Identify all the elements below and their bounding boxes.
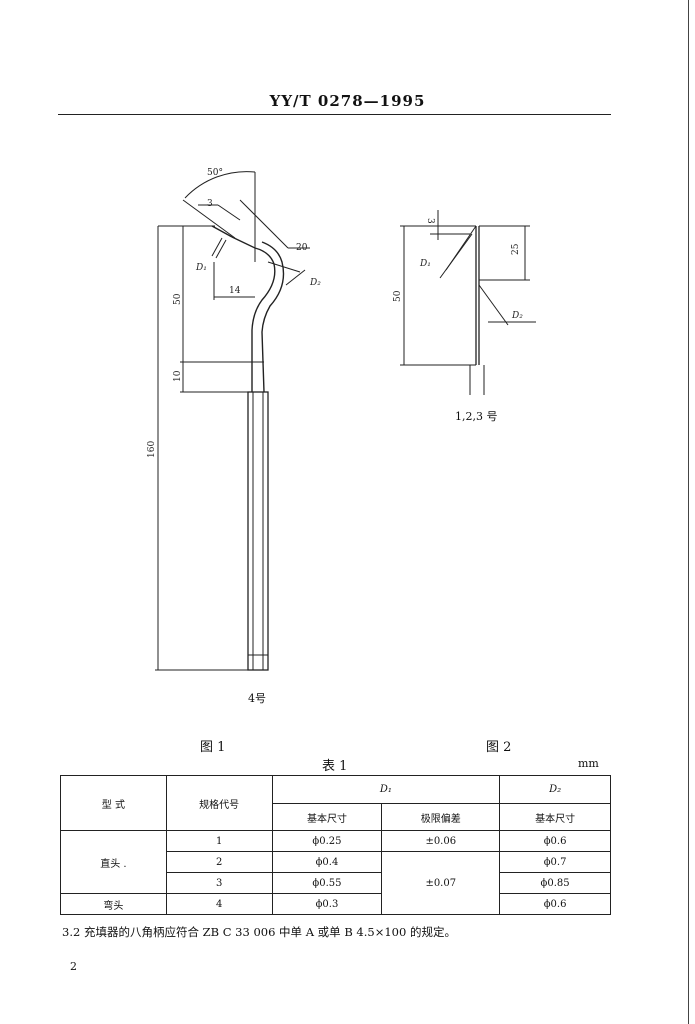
technical-drawings: 50° 3 20 14 D₁ D₂ 50 10 160 3 25 50 D₁ D… (147, 168, 536, 671)
table-title: 表 1 (322, 759, 348, 774)
table-row: 直头 . 1 ϕ0.25 ±0.06 ϕ0.6 (60, 830, 611, 894)
cell-d2: ϕ0.85 (499, 872, 611, 894)
cell-d2: ϕ0.6 (499, 830, 611, 852)
cell-d1: ϕ0.25 (271, 830, 383, 852)
group-straight: 直头 . (60, 830, 167, 894)
fig1-dim-3: 3 (207, 199, 213, 209)
figure1-drawing (155, 171, 310, 671)
page-edge-line (688, 0, 689, 1024)
header-rule (58, 114, 611, 115)
figure2-drawing (400, 210, 536, 395)
cell-code: 2 (165, 851, 273, 873)
header-d2: D₂ (499, 775, 611, 804)
header-d1: D₁ (271, 775, 501, 804)
cell-d1: ϕ0.4 (271, 851, 383, 873)
fig1-angle-label: 50° (207, 168, 223, 178)
fig2-dim-3: 3 (425, 218, 435, 224)
fig2-d2-label: D₂ (511, 311, 523, 321)
header-type: 型 式 (60, 775, 167, 831)
standard-code: YY/T 0278—1995 (269, 92, 426, 110)
fig1-d2-label: D₂ (309, 278, 321, 288)
table-row: 3 ϕ0.55 ϕ0.85 (61, 872, 611, 894)
cell-code: 1 (165, 830, 273, 852)
fig1-subcaption: 4号 (248, 692, 266, 705)
fig1-dim-160: 160 (147, 441, 157, 458)
cell-d1: ϕ0.55 (271, 872, 383, 894)
header-spec-code: 规格代号 (165, 775, 273, 831)
cell-code: 4 (165, 893, 273, 915)
fig1-dim-14: 14 (229, 286, 241, 296)
cell-tol: ±0.07 (381, 851, 501, 915)
fig1-caption: 图 1 (200, 740, 226, 755)
clause-3-2: 3.2 充填器的八角柄应符合 ZB C 33 006 中单 A 或单 B 4.5… (62, 925, 456, 939)
fig2-subcaption: 1,2,3 号 (455, 410, 498, 423)
header-tolerance: 极限偏差 (381, 803, 501, 831)
fig2-dim-50: 50 (393, 290, 403, 302)
fig2-d1-label: D₁ (419, 259, 431, 269)
fig1-dim-10: 10 (173, 370, 183, 382)
table-row: 2 ϕ0.4 ±0.07 ϕ0.7 (61, 851, 611, 915)
header-basic-size-2: 基本尺寸 (499, 803, 611, 831)
header-basic-size: 基本尺寸 (271, 803, 383, 831)
fig2-caption: 图 2 (486, 740, 512, 755)
fig1-dim-20: 20 (296, 243, 308, 253)
cell-d2: ϕ0.7 (499, 851, 611, 873)
fig1-d1-label: D₁ (195, 263, 207, 273)
table-row: 弯头 4 ϕ0.3 ϕ0.6 (60, 893, 611, 915)
table-unit: mm (578, 757, 599, 770)
group-bent: 弯头 (60, 893, 167, 915)
cell-code: 3 (165, 872, 273, 894)
fig1-dim-50: 50 (173, 293, 183, 305)
cell-tol: ±0.06 (381, 830, 501, 852)
page-number: 2 (70, 960, 77, 973)
fig2-dim-25: 25 (511, 243, 521, 255)
spec-table: 型 式 规格代号 D₁ D₂ 基本尺寸 极限偏差 基本尺寸 直头 . 1 ϕ0.… (60, 775, 611, 915)
cell-d2: ϕ0.6 (499, 893, 611, 915)
cell-d1: ϕ0.3 (271, 893, 383, 915)
